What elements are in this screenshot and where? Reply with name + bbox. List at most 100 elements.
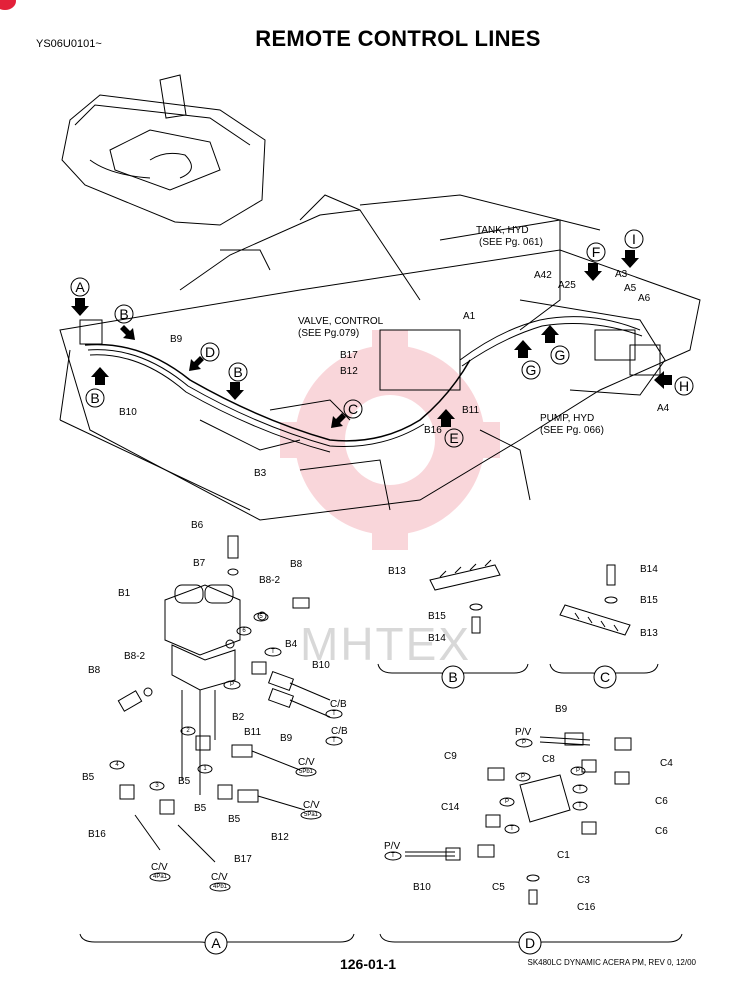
- part-c8: C8: [542, 754, 555, 765]
- svg-text:B: B: [90, 390, 99, 406]
- part-c9: C9: [444, 751, 457, 762]
- view-marker-b-main3: B: [228, 362, 248, 382]
- conn-pv-bottom: P/V: [384, 841, 400, 852]
- view-marker-h-main: H: [674, 376, 694, 396]
- svg-text:A: A: [211, 935, 221, 951]
- svg-text:B: B: [119, 306, 128, 322]
- part-b13-b: B13: [388, 566, 406, 577]
- svg-text:B: B: [233, 364, 242, 380]
- svg-text:A: A: [75, 279, 85, 295]
- part-b16-a: B16: [88, 829, 106, 840]
- part-b10-main: B10: [119, 407, 137, 418]
- detail-a-drawing: [117, 535, 331, 863]
- part-b14-b: B14: [428, 633, 446, 644]
- part-c1: C1: [557, 850, 570, 861]
- part-b17-main: B17: [340, 350, 358, 361]
- detail-label-d: D: [518, 931, 542, 955]
- page-title: REMOTE CONTROL LINES: [255, 26, 541, 51]
- detail-c-drawing: [559, 564, 631, 636]
- svg-text:3: 3: [155, 783, 159, 789]
- svg-text:T: T: [391, 853, 395, 859]
- callout-pump-see: (SEE Pg. 066): [540, 425, 604, 436]
- part-c3: C3: [577, 875, 590, 886]
- conn-cb1: C/B: [330, 699, 347, 710]
- conn-cv2: C/V: [303, 800, 320, 811]
- main-assembly: [59, 194, 701, 521]
- part-b17-a: B17: [234, 854, 252, 865]
- part-b4: B4: [285, 639, 298, 650]
- svg-text:4Pa1: 4Pa1: [153, 874, 168, 880]
- svg-text:5Pb1: 5Pb1: [299, 769, 314, 775]
- part-b12-main: B12: [340, 366, 358, 377]
- svg-text:T: T: [332, 738, 336, 744]
- corner-badge: [0, 0, 16, 10]
- document-code: YS06U0101~: [36, 38, 102, 50]
- part-b9-main: B9: [170, 334, 183, 345]
- part-c4: C4: [660, 758, 673, 769]
- part-b6: B6: [191, 520, 204, 531]
- part-a6: A6: [638, 293, 651, 304]
- view-marker-c-main: C: [343, 399, 363, 419]
- callout-valve: VALVE, CONTROL: [298, 316, 384, 327]
- part-b8-2-top: B8-2: [259, 575, 281, 586]
- part-b11-a: B11: [244, 727, 261, 738]
- part-b5-a: B5: [82, 772, 95, 783]
- svg-text:I: I: [632, 231, 636, 247]
- svg-text:2: 2: [186, 728, 190, 734]
- svg-text:D: D: [525, 935, 535, 951]
- svg-text:4Pb1: 4Pb1: [213, 884, 228, 890]
- view-marker-b-main1: B: [114, 304, 134, 324]
- svg-text:P: P: [576, 768, 580, 774]
- svg-text:G: G: [526, 362, 537, 378]
- part-b3-main: B3: [254, 468, 267, 479]
- view-marker-g-main2: G: [550, 345, 570, 365]
- svg-text:P: P: [230, 682, 234, 688]
- watermark-text: MHTEX: [300, 618, 471, 670]
- page-number: 126-01-1: [339, 956, 397, 972]
- conn-pv-top: P/V: [515, 727, 531, 738]
- callout-pump: PUMP, HYD: [540, 413, 594, 424]
- callout-valve-see: (SEE Pg.079): [298, 328, 359, 339]
- part-b10-a: B10: [312, 660, 330, 671]
- part-b9-d: B9: [555, 704, 568, 715]
- part-a42: A42: [534, 270, 552, 281]
- svg-text:P: P: [521, 774, 525, 780]
- svg-text:B: B: [448, 669, 457, 685]
- svg-text:5: 5: [259, 614, 263, 620]
- svg-text:C: C: [348, 401, 358, 417]
- svg-text:5Pa1: 5Pa1: [304, 812, 319, 818]
- svg-text:T: T: [578, 786, 582, 792]
- detail-d-drawing: [405, 732, 632, 905]
- svg-text:E: E: [449, 430, 458, 446]
- part-b5-b: B5: [178, 776, 191, 787]
- svg-text:T: T: [271, 649, 275, 655]
- part-b1: B1: [118, 588, 131, 599]
- svg-text:F: F: [592, 244, 601, 260]
- svg-text:H: H: [679, 378, 689, 394]
- conn-cv1: C/V: [298, 757, 315, 768]
- part-c14: C14: [441, 802, 460, 813]
- part-c5: C5: [492, 882, 505, 893]
- part-b11-main: B11: [462, 405, 479, 416]
- part-c6-b: C6: [655, 826, 668, 837]
- svg-text:P: P: [522, 740, 526, 746]
- arrow-markers: [71, 250, 672, 428]
- part-b12-a: B12: [271, 832, 289, 843]
- part-b16-main: B16: [424, 425, 442, 436]
- part-c16: C16: [577, 902, 596, 913]
- svg-text:C: C: [600, 669, 610, 685]
- part-b7: B7: [193, 558, 206, 569]
- detail-label-a: A: [204, 931, 228, 955]
- detail-label-c: C: [593, 665, 617, 689]
- conn-cb2: C/B: [331, 726, 348, 737]
- detail-b-drawing: [429, 559, 501, 634]
- detail-d-port-tags: P T P P T T P T: [384, 738, 588, 861]
- part-b15-c: B15: [640, 595, 658, 606]
- svg-text:6: 6: [242, 628, 246, 634]
- part-a5: A5: [624, 283, 637, 294]
- part-c6-a: C6: [655, 796, 668, 807]
- conn-cv3: C/V: [151, 862, 168, 873]
- part-b2: B2: [232, 712, 245, 723]
- part-a3: A3: [615, 269, 628, 280]
- svg-text:T: T: [332, 711, 336, 717]
